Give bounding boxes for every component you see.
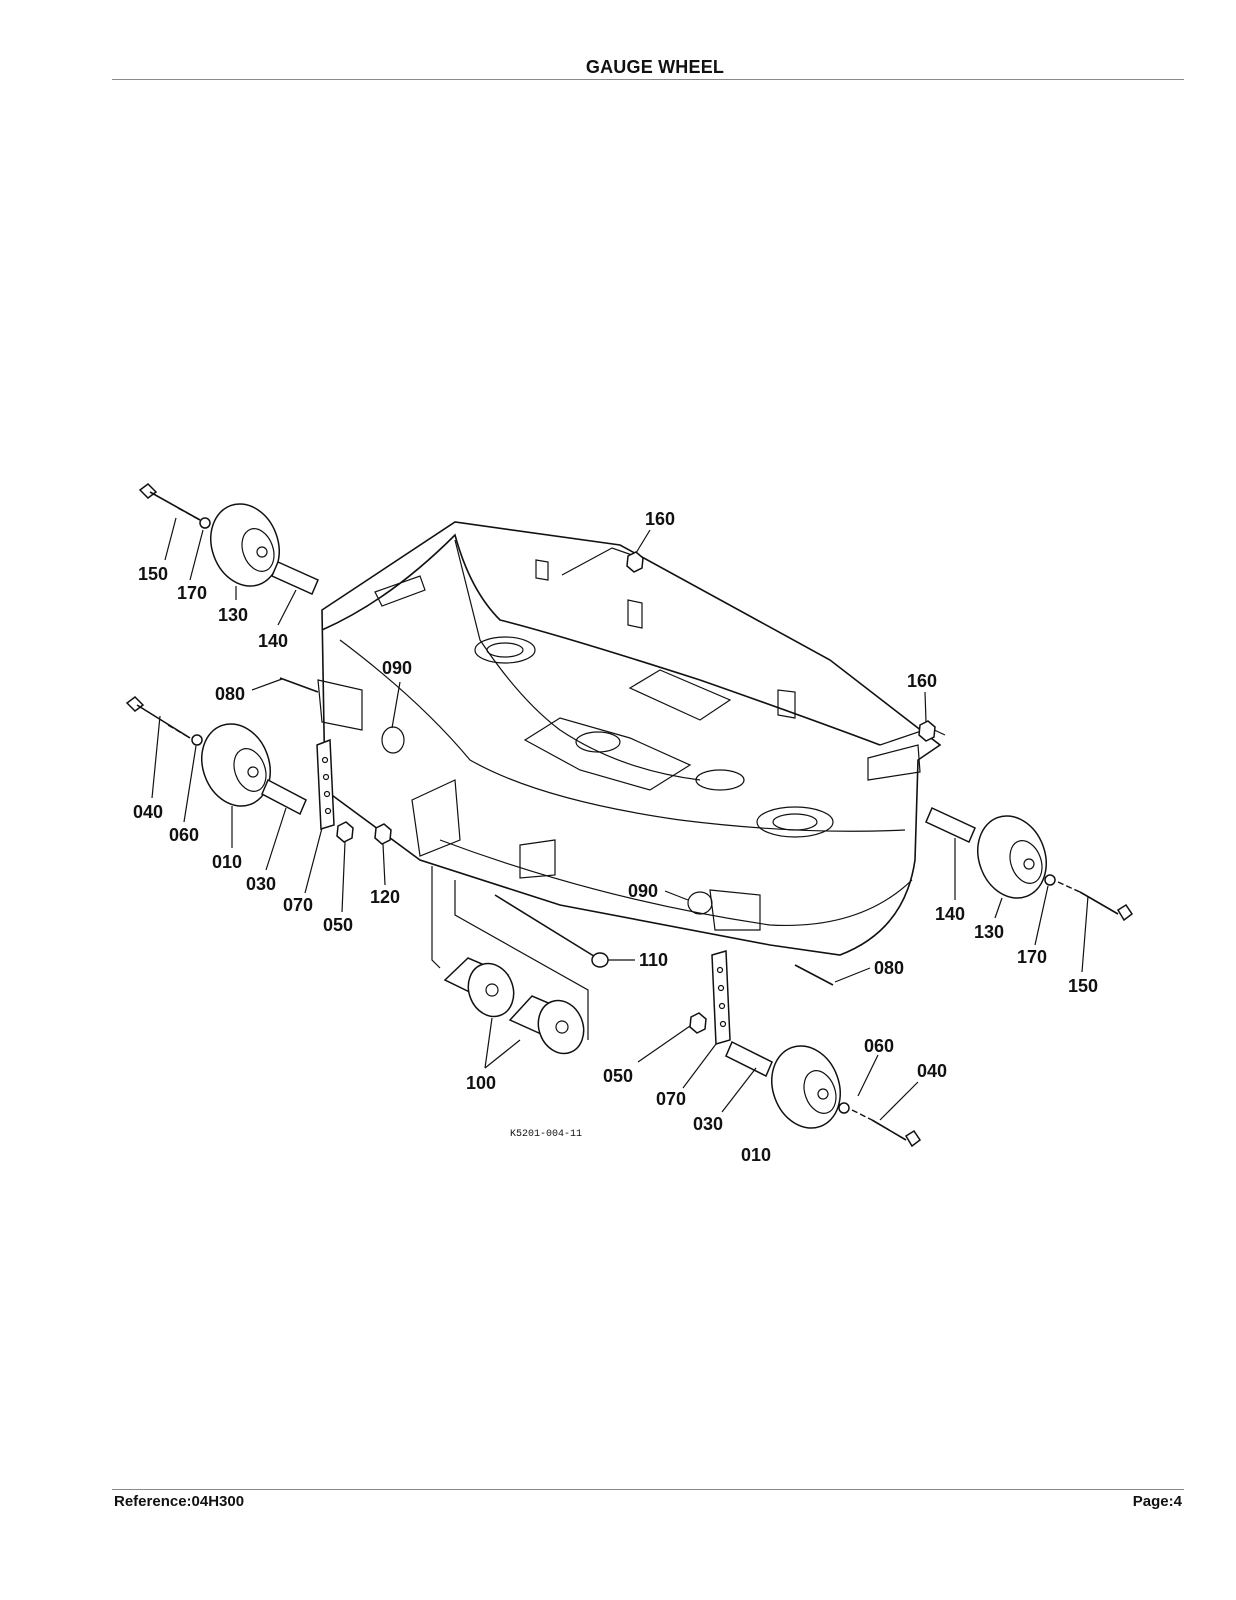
callout-070: 070 — [656, 1089, 686, 1109]
callout-030: 030 — [246, 874, 276, 894]
callout-160: 160 — [645, 509, 675, 529]
callout-090: 090 — [382, 658, 412, 678]
reference-label: Reference:04H300 — [114, 1493, 245, 1510]
mower-deck — [317, 521, 946, 956]
callout-170: 170 — [177, 583, 207, 603]
callout-130: 130 — [974, 922, 1004, 942]
front-roller-assembly — [431, 866, 922, 1148]
callout-110: 110 — [639, 950, 668, 970]
callout-170: 170 — [1017, 947, 1047, 967]
callout-010: 010 — [741, 1145, 771, 1165]
callout-040: 040 — [917, 1061, 947, 1081]
callout-060: 060 — [169, 825, 199, 845]
callout-080: 080 — [874, 958, 904, 978]
callout-080: 080 — [215, 684, 245, 704]
callout-140: 140 — [935, 904, 965, 924]
wheel-assembly-middle-left — [125, 677, 405, 845]
callout-090: 090 — [628, 881, 658, 901]
callout-100: 100 — [466, 1073, 496, 1093]
callout-030: 030 — [693, 1114, 723, 1134]
callout-140: 140 — [258, 631, 288, 651]
callout-130: 130 — [218, 605, 248, 625]
callout-150: 150 — [138, 564, 168, 584]
wheel-assembly-upper-left — [138, 483, 319, 595]
page-number: Page:4 — [1132, 1493, 1182, 1510]
wheel-assembly-right — [626, 551, 1134, 922]
callout-060: 060 — [864, 1036, 894, 1056]
callout-050: 050 — [323, 915, 353, 935]
callout-150: 150 — [1068, 976, 1098, 996]
callout-160: 160 — [907, 671, 937, 691]
callout-040: 040 — [133, 802, 163, 822]
callout-labels: 150 170 130 140 160 080 090 160 040 060 … — [133, 509, 1098, 1165]
page-title: GAUGE WHEEL — [585, 57, 725, 77]
leader-lines — [151, 517, 1089, 1121]
callout-070: 070 — [283, 895, 313, 915]
callout-050: 050 — [603, 1066, 633, 1086]
callout-120: 120 — [370, 887, 400, 907]
drawing-code: K5201-004-11 — [510, 1129, 582, 1140]
footer-divider — [112, 1489, 1184, 1490]
callout-010: 010 — [212, 852, 242, 872]
header-divider — [112, 79, 1184, 80]
